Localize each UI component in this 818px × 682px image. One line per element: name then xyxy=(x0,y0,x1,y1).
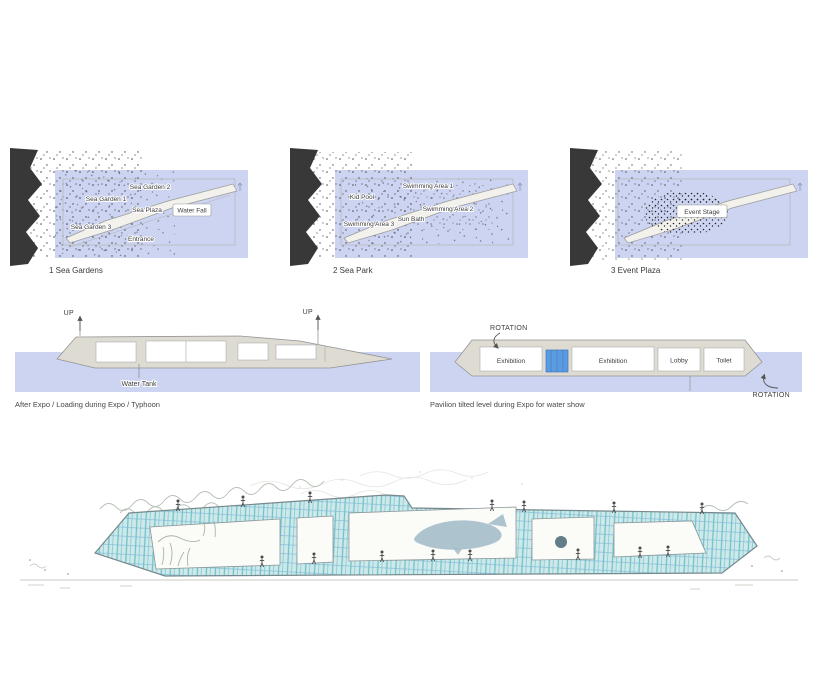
label-sun-bath: Sun Bath xyxy=(398,216,425,223)
plan-sea-park: Swimming Area 1 Kid Pool Swimming Area 2… xyxy=(290,148,528,275)
label-event-stage: Event Stage xyxy=(684,209,720,216)
hull-opening xyxy=(275,344,317,360)
waterfall-label-box xyxy=(172,203,212,217)
hull-opening xyxy=(237,342,269,361)
plan-caption-3: 3 Event Plaza xyxy=(611,266,661,275)
section-tilted: Exhibition Exhibition Lobby Toilet ROTAT… xyxy=(430,325,802,409)
pier-line xyxy=(69,194,231,248)
rotation-arrow-icon xyxy=(493,332,501,349)
hull-ribs xyxy=(185,341,326,362)
label-sea-garden-2: Sea Garden 2 xyxy=(130,184,171,191)
label-swimming-area-3: Swimming Area 3 xyxy=(344,221,395,228)
interior-plants xyxy=(157,520,216,567)
room-exhibition-2 xyxy=(571,346,655,372)
north-arrow-icon xyxy=(517,182,523,191)
label-sea-garden-3: Sea Garden 3 xyxy=(71,224,112,231)
north-arrow-icon xyxy=(237,182,243,191)
room-exhibition-1 xyxy=(479,346,543,372)
room-toilet xyxy=(703,347,745,372)
label-toilet: Toilet xyxy=(716,358,731,365)
event-stage-label-box xyxy=(676,204,728,218)
label-rotation-top: ROTATION xyxy=(490,325,528,332)
render-room-lobby xyxy=(613,520,707,558)
label-swimming-area-2: Swimming Area 2 xyxy=(423,206,474,213)
label-lobby: Lobby xyxy=(670,358,688,365)
ground-dashes xyxy=(28,584,753,590)
label-exhibition-1: Exhibition xyxy=(497,358,526,365)
label-up-left: UP xyxy=(64,310,74,317)
label-sea-garden-1: Sea Garden 1 xyxy=(86,196,127,203)
plan-sea-gardens: Sea Garden 2 Sea Garden 1 Sea Plaza Wate… xyxy=(10,148,248,275)
section-caption-left: After Expo / Loading during Expo / Typho… xyxy=(15,400,160,409)
deck-outline xyxy=(340,178,514,246)
pavilion-plan-shape xyxy=(343,183,518,244)
label-up-right: UP xyxy=(303,309,313,316)
label-sea-plaza: Sea Plaza xyxy=(132,207,162,214)
label-water-tank: Water Tank xyxy=(121,381,157,388)
render-room-garden xyxy=(149,518,281,570)
ground-scribble xyxy=(29,563,47,569)
label-kid-pool: Kid Pool xyxy=(350,194,375,201)
water-tank-grid xyxy=(550,350,564,372)
label-rotation-bottom: ROTATION xyxy=(752,392,790,399)
plan-caption-1: 1 Sea Gardens xyxy=(49,266,103,275)
sketch-dots xyxy=(299,471,613,501)
rotation-arrow-icon xyxy=(760,373,779,389)
ground-dots xyxy=(29,559,783,575)
render-room-small xyxy=(296,515,334,565)
plan-event-plaza: Event Stage 3 Event Plaza xyxy=(570,148,808,275)
render-section xyxy=(20,469,798,590)
section-caption-right: Pavilion tilted level during Expo for wa… xyxy=(430,400,585,409)
label-entrance: Entrance xyxy=(128,236,154,243)
label-exhibition-2: Exhibition xyxy=(599,358,628,365)
section-after-expo: UP UP Water Tank After Expo / Loading du… xyxy=(15,309,420,409)
deck-outline xyxy=(617,178,791,246)
label-water-fall: Water Fall xyxy=(177,208,207,215)
hull-opening xyxy=(95,341,137,363)
room-lobby xyxy=(657,347,701,372)
ground-scribble xyxy=(763,555,781,561)
sculpture-figure xyxy=(555,536,567,548)
plan-caption-2: 2 Sea Park xyxy=(333,266,374,275)
whale-figure xyxy=(414,514,507,555)
pavilion-plan-shape xyxy=(65,183,238,244)
sketch-texture xyxy=(249,469,489,498)
label-swimming-area-1: Swimming Area 1 xyxy=(403,183,454,190)
north-arrow-icon xyxy=(797,182,803,191)
deck-outline xyxy=(62,178,236,246)
